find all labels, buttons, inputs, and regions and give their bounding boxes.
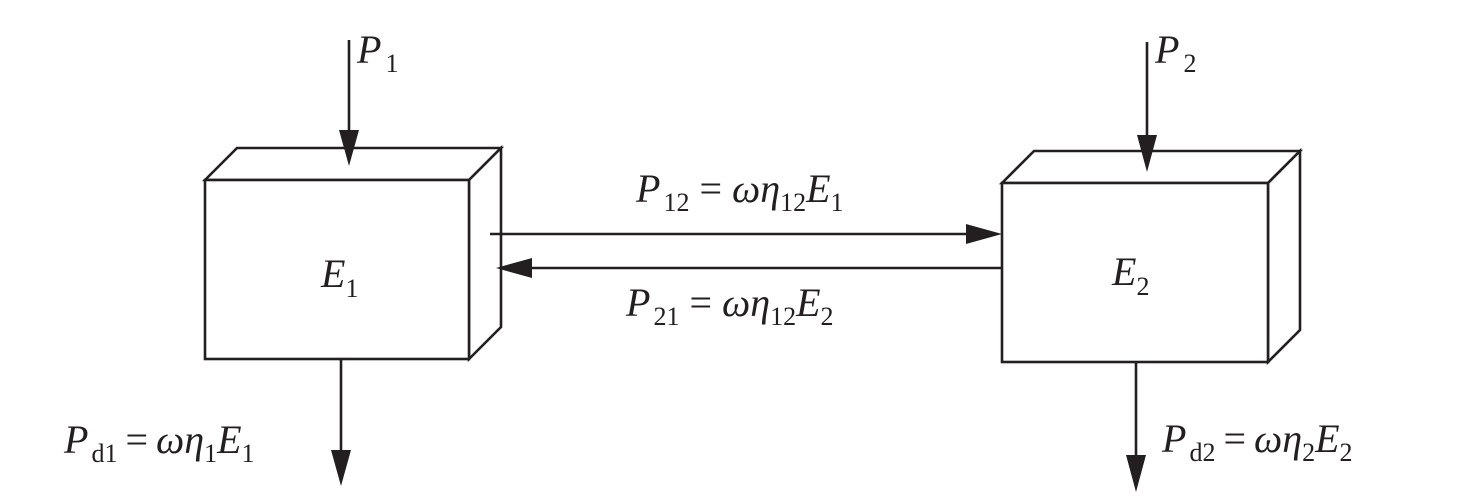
subsystem-box-2 [998,147,1304,366]
transfer-21-eta-subscript: 12 [770,302,796,331]
dissipation-2-eta-subscript: 2 [1302,438,1315,467]
transfer-arrow-21 [496,258,1002,278]
input-arrow-1 [339,40,359,166]
input-arrow-2-head [1137,135,1157,172]
energy-2-subscript: 2 [1136,272,1149,301]
energy-label-1: E1 [320,251,358,303]
dissipation-1-energy-subscript: 1 [242,439,255,468]
input-power-2-subscript: 2 [1183,49,1196,78]
energy-2-symbol: E [1111,249,1136,294]
transfer-arrow-12 [490,224,1002,244]
dissipation-2-energy: E [1314,416,1339,461]
input-arrow-2 [1137,42,1157,172]
dissipation-arrow-1 [331,359,351,486]
dissipation-1-energy: E [216,417,241,462]
transfer-12-power-symbol: P [635,166,660,211]
transfer-21-omega: ω [722,280,750,325]
transfer-arrow-21-head [496,258,532,278]
input-power-1-subscript: 1 [385,49,398,78]
dissipation-2-equals: = [1223,416,1246,461]
transfer-12-eta-subscript: 12 [780,188,806,217]
transfer-12-energy: E [805,166,830,211]
transfer-21-energy: E [795,280,820,325]
dissipation-1-equals: = [125,417,148,462]
transfer-21-equals: = [689,280,712,325]
transfer-12-energy-subscript: 1 [831,188,844,217]
dissipation-2-omega: ω [1254,416,1282,461]
transfer-12-omega: ω [732,166,760,211]
dissipation-2-power-subscript: d2 [1189,438,1215,467]
input-power-1-symbol: P [356,27,381,72]
transfer-12-eta: η [760,166,780,211]
dissipation-1-eta-subscript: 1 [204,439,217,468]
subsystem-box-1 [201,144,505,363]
transfer-21-power-symbol: P [625,280,650,325]
dissipation-1-power-symbol: P [63,417,88,462]
transfer-12-equals: = [699,166,722,211]
energy-label-2: E2 [1111,249,1149,301]
input-arrow-1-head [339,130,359,166]
dissipation-2-energy-subscript: 2 [1340,438,1353,467]
dissipation-2-eta: η [1282,416,1302,461]
dissipation-arrow-2-head [1126,455,1146,492]
energy-1-symbol: E [320,251,345,296]
transfer-12-power-subscript: 12 [663,188,689,217]
dissipation-2-power-symbol: P [1161,416,1186,461]
box-1-side-face [467,144,503,363]
energy-1-subscript: 1 [345,274,358,303]
dissipation-1-power-subscript: d1 [91,439,117,468]
box-1-top-face [201,146,505,182]
dissipation-arrow-2 [1126,362,1146,492]
box-2-side-face [1266,147,1302,366]
dissipation-1-omega: ω [156,417,184,462]
input-power-2-symbol: P [1154,27,1179,72]
dissipation-1-eta: η [184,417,204,462]
transfer-21-eta: η [750,280,770,325]
transfer-21-energy-subscript: 2 [821,302,834,331]
transfer-21-power-subscript: 21 [653,302,679,331]
transfer-arrow-12-head [966,224,1002,244]
dissipation-arrow-1-head [331,450,351,486]
box-1-front-face [203,178,471,361]
